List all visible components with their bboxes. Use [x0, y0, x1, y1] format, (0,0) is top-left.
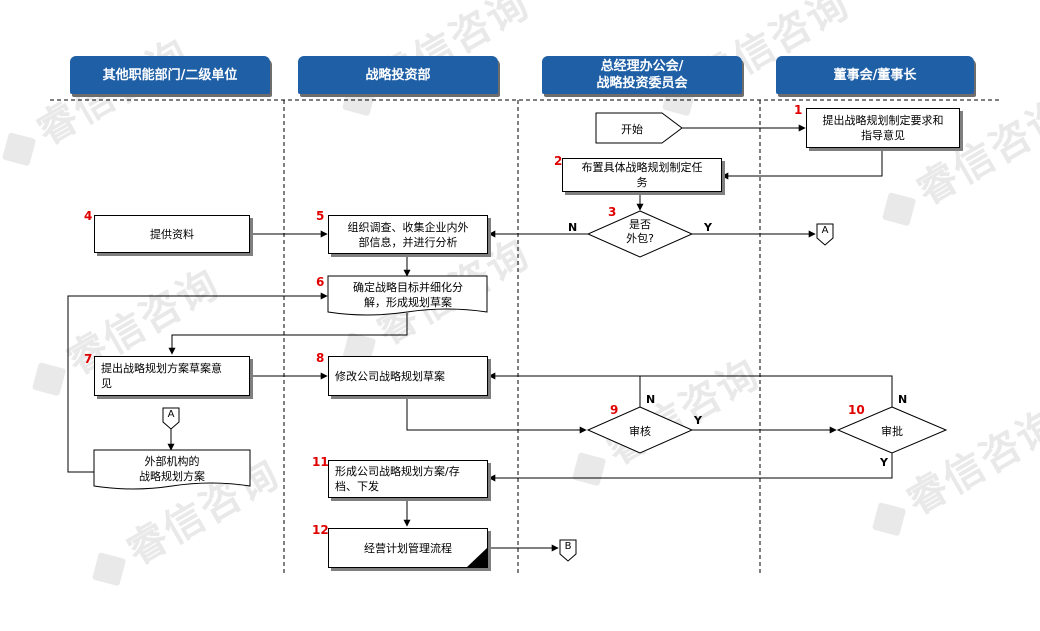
step-11-box[interactable]: 形成公司战略规划方案/存 档、下发 — [328, 460, 488, 498]
connector-a-right-label: A — [821, 225, 829, 236]
doc-ext-shape — [93, 449, 251, 490]
step-number: 6 — [316, 275, 325, 289]
connector-b-shape — [559, 539, 577, 562]
yes-label: Y — [880, 456, 888, 469]
no-label: N — [646, 393, 656, 406]
step-number: 11 — [312, 455, 329, 469]
step-number: 10 — [848, 403, 865, 417]
step-7-box[interactable]: 提出战略规划方案草案意 见 — [94, 356, 250, 396]
step-number: 8 — [316, 351, 325, 365]
step-5-box[interactable]: 组织调查、收集企业内外 部信息，并进行分析 — [328, 215, 488, 254]
step-1-box[interactable]: 提出战略规划制定要求和 指导意见 — [806, 108, 960, 148]
yes-label: Y — [694, 414, 702, 427]
connector-b-label: B — [564, 541, 572, 552]
step-number: 7 — [84, 352, 93, 366]
lane-header-gm-office: 总经理办公会/ 战略投资委员会 — [542, 56, 742, 94]
step-4-box[interactable]: 提供资料 — [94, 215, 250, 253]
lane-header-strategy-dept: 战略投资部 — [298, 56, 498, 94]
connector-a-left-shape — [162, 407, 180, 430]
step-number: 5 — [316, 209, 325, 223]
step-number: 9 — [610, 403, 619, 417]
step-10-decision-label[interactable]: 审批 — [881, 425, 903, 438]
step-12-box[interactable]: 经营计划管理流程 — [328, 528, 488, 568]
step-9-decision-label[interactable]: 审核 — [629, 425, 651, 438]
step-6-doc-label[interactable]: 确定战略目标并细化分 解，形成规划草案 — [353, 281, 463, 309]
step-number: 3 — [608, 205, 617, 219]
step-number: 1 — [794, 103, 803, 117]
decision-outsource-diamond — [586, 210, 694, 258]
start-label: 开始 — [621, 123, 643, 136]
connector-a-left-label: A — [167, 409, 175, 420]
lane-header-functional-depts: 其他职能部门/二级单位 — [70, 56, 270, 94]
connector-a-right-shape — [816, 223, 834, 246]
no-label: N — [898, 393, 908, 406]
yes-label: Y — [704, 221, 712, 234]
step-2-box[interactable]: 布置具体战略规划制定任 务 — [562, 158, 722, 192]
linked-process-marker — [466, 548, 487, 568]
decision-review-diamond — [586, 406, 694, 454]
no-label: N — [568, 221, 578, 234]
lane-header-board: 董事会/董事长 — [776, 56, 974, 94]
step-number: 12 — [312, 523, 329, 537]
step-number: 4 — [84, 209, 93, 223]
step-number: 2 — [554, 154, 563, 168]
step-8-box[interactable]: 修改公司战略规划草案 — [328, 356, 488, 396]
start-terminator — [595, 112, 683, 144]
doc-6-shape — [327, 275, 488, 316]
step-3-decision-label[interactable]: 是否 外包? — [626, 218, 654, 245]
ext-doc-label[interactable]: 外部机构的 战略规划方案 — [139, 455, 205, 483]
